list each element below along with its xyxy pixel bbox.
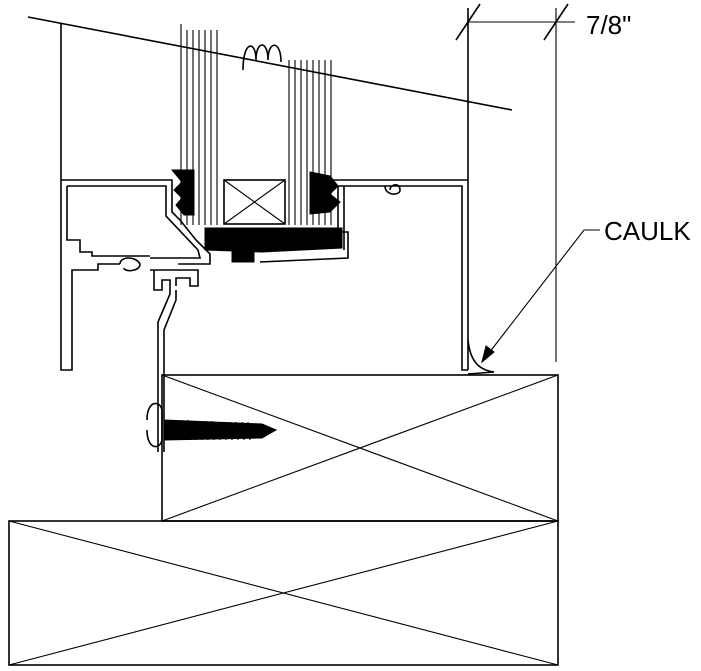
sill-frame-extrusion (60, 179, 468, 452)
setting-block (204, 227, 343, 253)
caulk-bead (467, 339, 495, 375)
break-symbol (242, 44, 282, 71)
setting-block-base (231, 247, 255, 263)
gasket-right (309, 171, 341, 215)
caulk-leader (481, 229, 600, 363)
spacer-block (223, 179, 286, 225)
dimension-label: 7/8" (586, 10, 631, 40)
glass-lites (180, 24, 332, 225)
blocking-upper (161, 374, 559, 522)
caulk-leader-arrow (481, 345, 495, 364)
gasket-left (170, 169, 195, 216)
frame-jambs (60, 8, 557, 370)
dimension-marker (455, 3, 575, 41)
blocking-lower (8, 520, 559, 666)
screw (146, 402, 278, 448)
break-line (27, 16, 513, 111)
caulk-label: CAULK (604, 216, 691, 246)
